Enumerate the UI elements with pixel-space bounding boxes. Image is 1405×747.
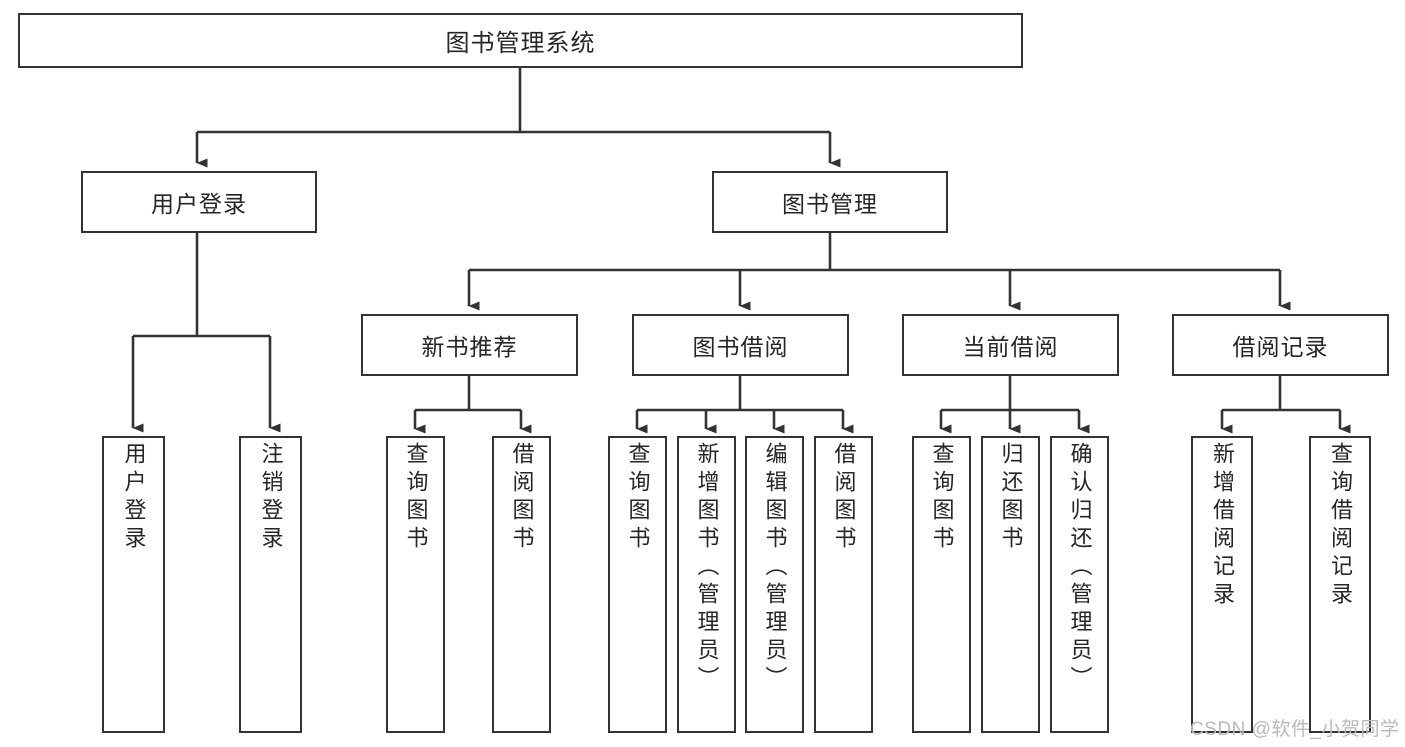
node-leaf-query-record[interactable]: 查询借阅记录 [1309, 436, 1371, 733]
node-borrow-record[interactable]: 借阅记录 [1172, 314, 1389, 376]
node-book-borrow[interactable]: 图书借阅 [632, 314, 849, 376]
node-leaf-return-book-label: 归还图书 [998, 442, 1024, 554]
node-leaf-logout-label: 注销登录 [258, 442, 284, 554]
node-leaf-query-book-3[interactable]: 查询图书 [912, 436, 971, 733]
node-leaf-user-login[interactable]: 用户登录 [102, 436, 165, 733]
node-leaf-edit-book-label: 编辑图书（管理员） [762, 442, 788, 694]
node-leaf-query-book-2[interactable]: 查询图书 [608, 436, 667, 733]
node-current-borrow-label: 当前借阅 [962, 334, 1059, 360]
node-user-login[interactable]: 用户登录 [81, 171, 317, 233]
node-leaf-borrow-book-1-label: 借阅图书 [509, 442, 535, 554]
node-new-book-recommend-label: 新书推荐 [421, 334, 518, 360]
node-book-borrow-label: 图书借阅 [692, 334, 789, 360]
node-leaf-borrow-book-2[interactable]: 借阅图书 [814, 436, 873, 733]
node-book-manage[interactable]: 图书管理 [712, 171, 948, 233]
node-leaf-logout[interactable]: 注销登录 [239, 436, 302, 733]
node-leaf-borrow-book-2-label: 借阅图书 [831, 442, 857, 554]
node-current-borrow[interactable]: 当前借阅 [902, 314, 1119, 376]
node-leaf-query-book-3-label: 查询图书 [929, 442, 955, 554]
node-leaf-query-book-2-label: 查询图书 [625, 442, 651, 554]
node-leaf-confirm-return-label: 确认归还（管理员） [1067, 442, 1093, 694]
node-leaf-add-record[interactable]: 新增借阅记录 [1191, 436, 1253, 733]
node-leaf-edit-book[interactable]: 编辑图书（管理员） [745, 436, 804, 733]
node-book-manage-label: 图书管理 [782, 191, 878, 217]
node-leaf-query-book-1[interactable]: 查询图书 [386, 436, 445, 733]
node-root-label: 图书管理系统 [445, 30, 596, 57]
node-borrow-record-label: 借阅记录 [1232, 334, 1329, 360]
node-leaf-confirm-return[interactable]: 确认归还（管理员） [1050, 436, 1109, 733]
node-leaf-user-login-label: 用户登录 [121, 442, 147, 554]
node-leaf-query-book-1-label: 查询图书 [403, 442, 429, 554]
node-leaf-add-book-label: 新增图书（管理员） [694, 442, 720, 694]
node-leaf-add-record-label: 新增借阅记录 [1210, 442, 1235, 610]
node-leaf-borrow-book-1[interactable]: 借阅图书 [492, 436, 551, 733]
node-leaf-add-book[interactable]: 新增图书（管理员） [677, 436, 736, 733]
node-leaf-query-record-label: 查询借阅记录 [1328, 442, 1353, 610]
node-new-book-recommend[interactable]: 新书推荐 [361, 314, 578, 376]
node-leaf-return-book[interactable]: 归还图书 [981, 436, 1040, 733]
node-user-login-label: 用户登录 [151, 191, 247, 217]
node-root[interactable]: 图书管理系统 [18, 13, 1023, 68]
